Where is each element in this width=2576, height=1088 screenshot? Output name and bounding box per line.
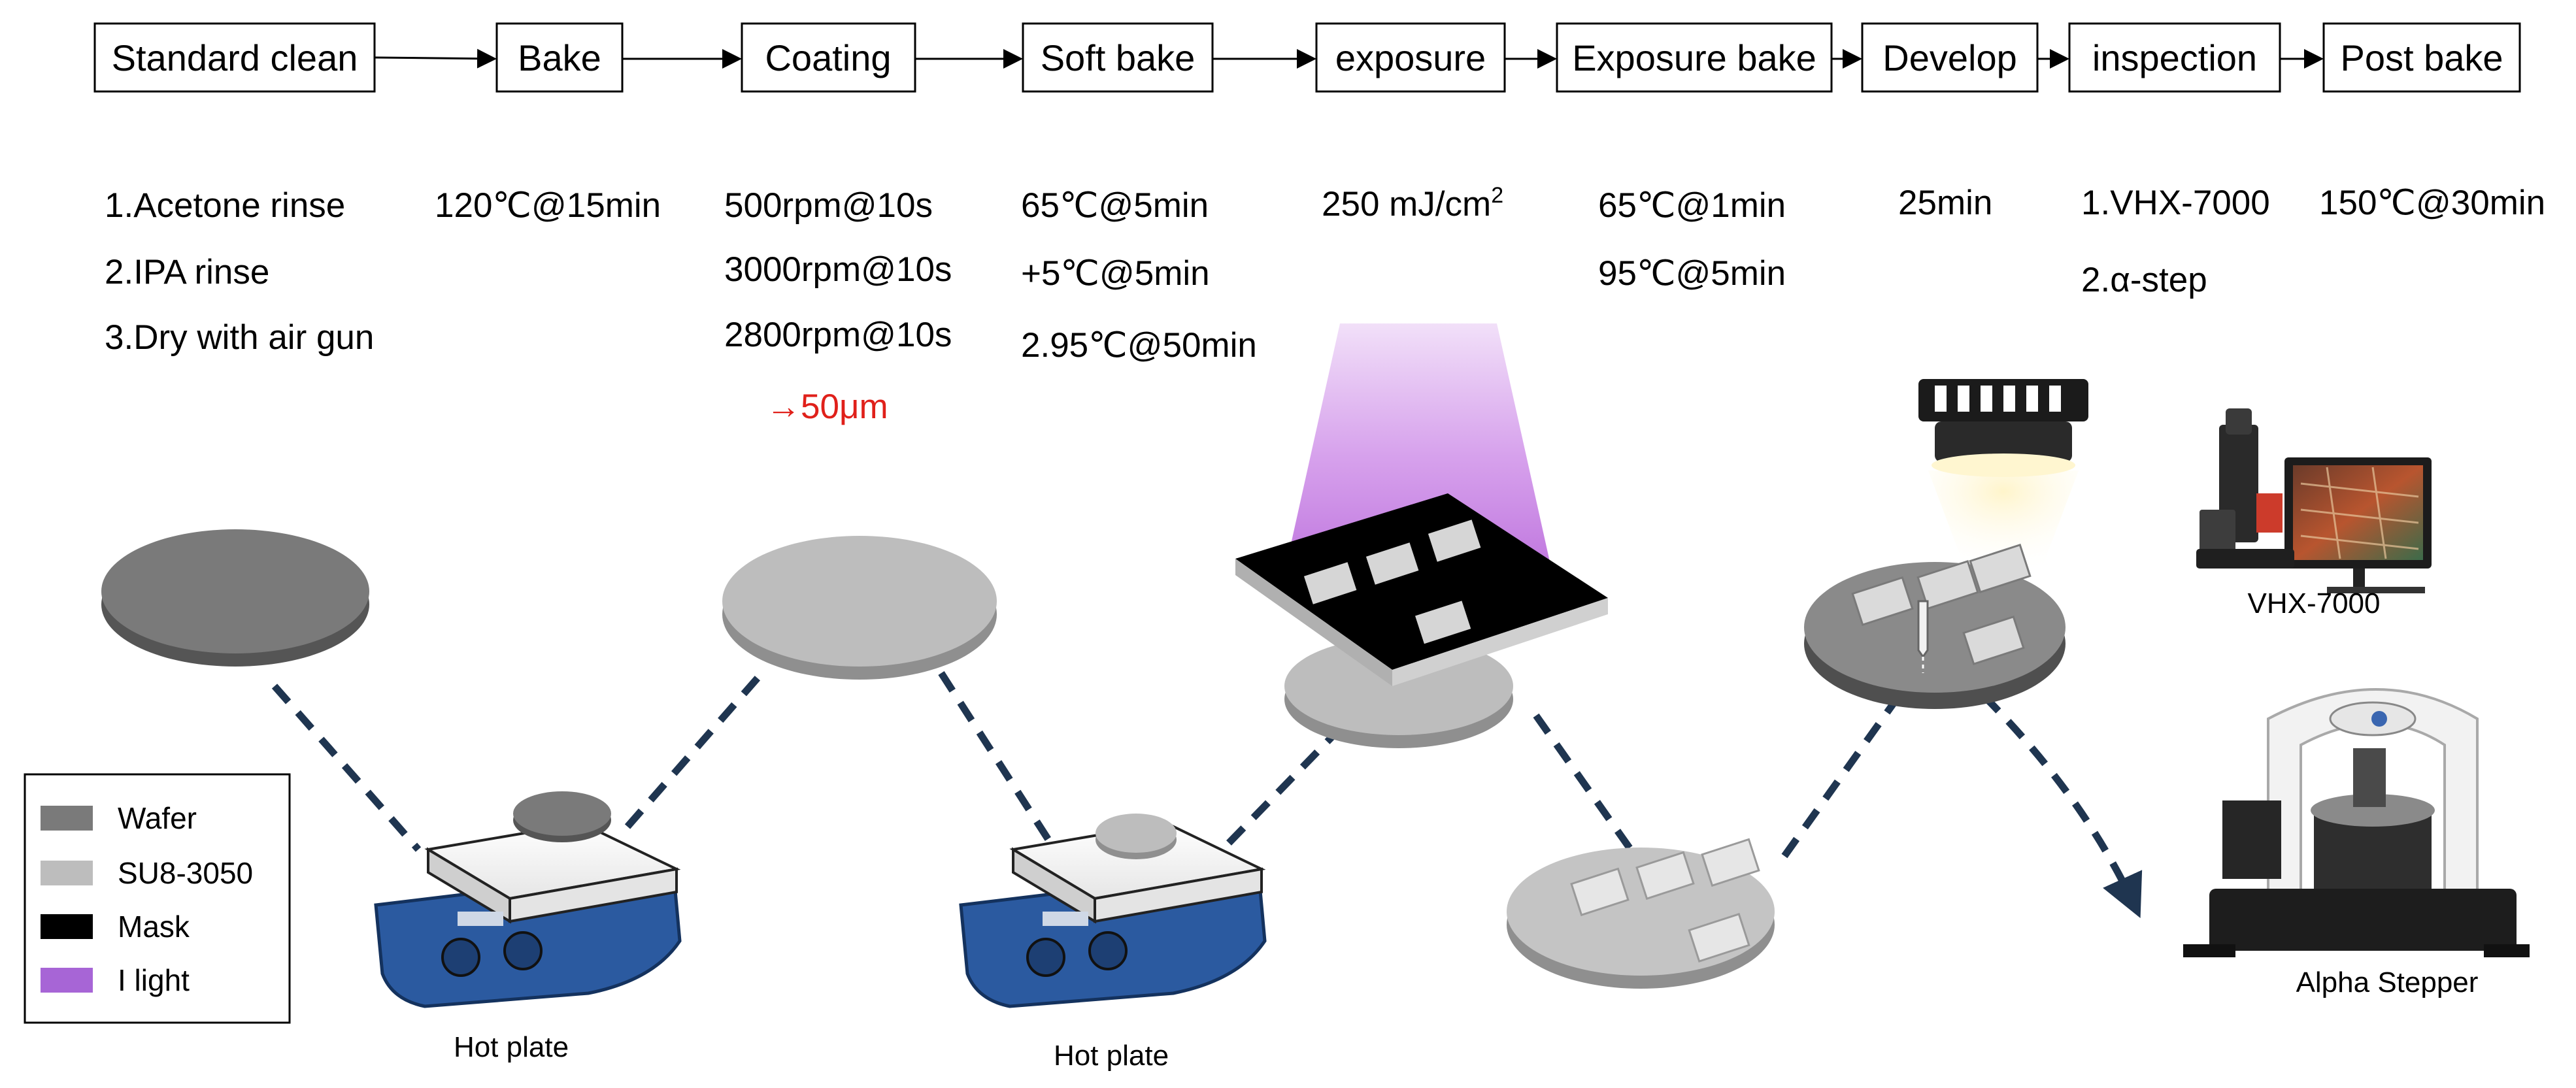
param-text: 2.α-step xyxy=(2081,261,2207,299)
dash-segment xyxy=(627,670,765,827)
param-text: 65℃@5min xyxy=(1021,186,1209,225)
hot-plate-2-label: Hot plate xyxy=(1054,1040,1169,1072)
legend-label: I light xyxy=(118,963,190,997)
param-text: 120℃@15min xyxy=(435,186,661,225)
inspection-wafer-icon xyxy=(1804,545,2066,709)
step-label: Standard clean xyxy=(112,37,358,78)
legend-label: Wafer xyxy=(118,801,197,835)
legend-label: SU8-3050 xyxy=(118,856,253,890)
step-coating: Coating xyxy=(742,24,915,91)
exposure-dose: 250 mJ/cm xyxy=(1322,185,1491,223)
param-text: 25min xyxy=(1898,184,1992,222)
step-label: Post bake xyxy=(2340,37,2503,78)
inspection-lamp-icon xyxy=(1918,379,2088,575)
step-exposure: exposure xyxy=(1316,24,1505,91)
step-parameters: 1.Acetone rinse 2.IPA rinse 3.Dry with a… xyxy=(105,183,2545,426)
param-text: 250 mJ/cm2 xyxy=(1322,183,1503,223)
microscope-icon xyxy=(2196,408,2432,593)
step-label: exposure xyxy=(1335,37,1486,78)
param-text: 1.VHX-7000 xyxy=(2081,184,2270,222)
step-soft-bake: Soft bake xyxy=(1023,24,1213,91)
legend-swatch xyxy=(41,914,93,939)
param-text: 95℃@5min xyxy=(1598,254,1786,293)
step-standard-clean: Standard clean xyxy=(95,24,375,91)
param-text: 2.IPA rinse xyxy=(105,253,269,291)
developed-wafer-icon xyxy=(1507,839,1775,989)
step-label: inspection xyxy=(2092,37,2257,78)
param-text: 3.Dry with air gun xyxy=(105,318,374,357)
dash-segment xyxy=(1229,729,1340,843)
param-text: 65℃@1min xyxy=(1598,186,1786,225)
photomask-icon xyxy=(1235,493,1608,686)
step-post-bake: Post bake xyxy=(2324,24,2520,91)
dash-segment xyxy=(941,673,1059,856)
dash-segment xyxy=(1784,696,1899,856)
legend-label: Mask xyxy=(118,910,190,944)
param-text: 150℃@30min xyxy=(2319,184,2545,222)
step-develop: Develop xyxy=(1862,24,2037,91)
param-text: +5℃@5min xyxy=(1021,254,1210,293)
legend-swatch xyxy=(41,968,93,993)
hot-plate-icon xyxy=(961,814,1265,1006)
step-label: Bake xyxy=(518,37,601,78)
step-label: Soft bake xyxy=(1041,37,1196,78)
arrow-connector xyxy=(375,58,495,59)
legend-item-su8: SU8-3050 xyxy=(41,856,253,890)
legend: Wafer SU8-3050 Mask I light xyxy=(25,774,290,1023)
stepper-label: Alpha Stepper xyxy=(2296,966,2479,998)
step-label: Develop xyxy=(1882,37,2016,78)
param-text: 500rpm@10s xyxy=(724,186,933,225)
legend-swatch xyxy=(41,806,93,831)
step-inspection: inspection xyxy=(2069,24,2280,91)
step-label: Exposure bake xyxy=(1572,37,1816,78)
thickness-note: →50μm xyxy=(766,387,888,426)
param-text: 1.Acetone rinse xyxy=(105,186,345,225)
profilometer-icon xyxy=(2183,689,2530,957)
step-bake: Bake xyxy=(497,24,622,91)
dash-segment xyxy=(275,686,418,849)
hot-plate-1-label: Hot plate xyxy=(454,1031,569,1063)
param-text: 3000rpm@10s xyxy=(724,250,952,289)
exposure-dose-exponent: 2 xyxy=(1491,183,1503,208)
legend-item-wafer: Wafer xyxy=(41,801,197,835)
dash-arrow xyxy=(1984,696,2137,912)
microscope-label: VHX-7000 xyxy=(2247,587,2380,619)
legend-swatch xyxy=(41,861,93,885)
param-text: 2800rpm@10s xyxy=(724,316,952,354)
step-label: Coating xyxy=(765,37,891,78)
wafer-icon xyxy=(101,529,369,667)
step-exposure-bake: Exposure bake xyxy=(1557,24,1832,91)
param-text: 2.95℃@50min xyxy=(1021,326,1257,365)
coated-wafer-icon xyxy=(722,536,997,680)
